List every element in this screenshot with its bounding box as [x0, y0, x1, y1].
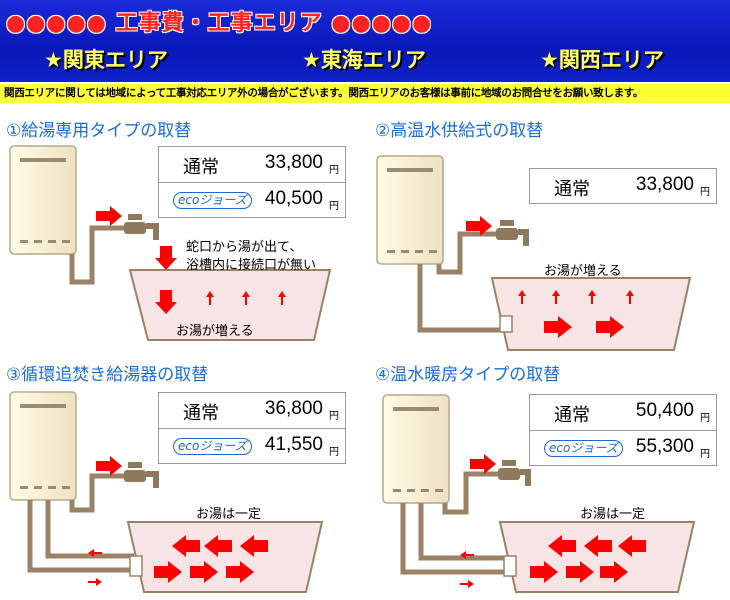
flow-arrow-right: [530, 561, 558, 583]
bathtub: [126, 521, 324, 593]
note-hot-water-constant: お湯は一定: [196, 507, 262, 522]
flow-arrow-right: [154, 561, 182, 583]
price-label: 通常: [183, 403, 219, 424]
price-value: 41,550: [264, 434, 323, 455]
price-row-regular: 通常 33,800 円: [530, 169, 716, 203]
water-heater: [382, 394, 450, 504]
flow-arrow-left: [548, 535, 576, 557]
flow-arrow-left-small: [460, 551, 474, 559]
flow-arrow-left: [584, 535, 612, 557]
page-title: ●●●●● 工事費・工事エリア ●●●●●: [6, 11, 433, 36]
price-unit: 円: [700, 413, 710, 424]
bathtub: [490, 277, 692, 351]
flow-arrow-up: [242, 291, 250, 305]
flow-arrow-up: [206, 291, 214, 305]
area-kanto: ★関東エリア: [44, 48, 168, 72]
diagram-2: [376, 155, 692, 351]
flow-arrow-right: [190, 561, 218, 583]
note-no-port: 浴槽内に接続口が無い: [186, 258, 317, 273]
flow-arrow-up: [588, 290, 596, 304]
flow-arrow-down: [155, 290, 177, 314]
faucet: [124, 470, 146, 482]
bathtub: [498, 521, 696, 593]
flow-arrow-right: [566, 561, 594, 583]
price-row-regular: 通常 36,800 円: [159, 393, 345, 427]
flow-arrow-up: [518, 290, 526, 304]
faucet: [496, 228, 518, 240]
section-1-title: ①給湯専用タイプの取替: [6, 121, 192, 141]
flow-arrow-right: [600, 561, 628, 583]
header-banner: ●●●●● 工事費・工事エリア ●●●●● ★関東エリア ★東海エリア ★関西エ…: [0, 0, 730, 82]
bathtub: [128, 269, 332, 341]
notice-bar: 関西エリアに関しては地域によって工事対応エリア外の場合がございます。関西エリアの…: [0, 84, 730, 103]
area-tokai: ★東海エリア: [302, 48, 426, 72]
flow-arrow-right: [596, 316, 624, 338]
price-value: 50,400: [635, 400, 694, 421]
price-label: 通常: [554, 405, 590, 426]
price-unit: 円: [329, 447, 339, 458]
note-hot-water-increases: お湯が増える: [544, 264, 622, 279]
price-unit: 円: [700, 449, 710, 460]
flow-arrow-right-small: [88, 578, 102, 586]
price-value: 36,800: [264, 398, 323, 419]
price-box-1: 通常 33,800 円 ecoジョーズ 40,500 円: [158, 146, 346, 218]
price-unit: 円: [329, 165, 339, 176]
water-heater: [9, 391, 77, 501]
price-box-3: 通常 36,800 円 ecoジョーズ 41,550 円: [158, 392, 346, 464]
price-row-eco: ecoジョーズ 40,500 円: [159, 182, 345, 217]
section-4-title: ④温水暖房タイプの取替: [375, 365, 561, 385]
price-box-2: 通常 33,800 円: [529, 168, 717, 204]
section-2-title: ②高温水供給式の取替: [375, 121, 544, 141]
price-box-4: 通常 50,400 円 ecoジョーズ 55,300 円: [529, 394, 717, 466]
note-hot-water-increases: お湯が増える: [176, 324, 254, 339]
note-hot-water-constant: お湯は一定: [580, 507, 646, 522]
flow-arrow-left: [240, 535, 268, 557]
price-row-regular: 通常 33,800 円: [159, 147, 345, 181]
price-value: 40,500: [264, 188, 323, 209]
area-kansai: ★関西エリア: [540, 48, 664, 72]
flow-arrow-right-small: [460, 580, 474, 588]
price-value: 33,800: [264, 152, 323, 173]
price-value: 33,800: [635, 174, 694, 195]
flow-arrow-right: [226, 561, 254, 583]
water-heater: [376, 155, 444, 265]
flow-arrow-left: [204, 535, 232, 557]
flow-arrow-left: [618, 535, 646, 557]
flow-arrow-up: [278, 291, 286, 305]
water-heater: [9, 145, 77, 255]
flow-arrow-left: [172, 535, 200, 557]
faucet: [498, 468, 520, 480]
eco-jozu-logo: ecoジョーズ: [173, 438, 252, 455]
flow-arrow-down: [155, 246, 177, 270]
flow-arrows: [88, 246, 646, 588]
price-label: 通常: [183, 157, 219, 178]
price-row-eco: ecoジョーズ 55,300 円: [530, 430, 716, 465]
price-label: 通常: [554, 179, 590, 200]
diagram-1: [9, 145, 332, 341]
eco-jozu-logo: ecoジョーズ: [173, 192, 252, 209]
flow-arrow-right: [544, 316, 572, 338]
section-3-title: ③循環追焚き給湯器の取替: [6, 365, 209, 385]
flow-arrow-up: [626, 290, 634, 304]
price-row-regular: 通常 50,400 円: [530, 395, 716, 429]
price-unit: 円: [329, 411, 339, 422]
eco-jozu-logo: ecoジョーズ: [544, 440, 623, 457]
flow-arrow-left-small: [88, 549, 102, 557]
price-value: 55,300: [635, 436, 694, 457]
faucet: [124, 222, 146, 234]
note-faucet: 蛇口から湯が出て、: [186, 240, 303, 255]
price-row-eco: ecoジョーズ 41,550 円: [159, 428, 345, 463]
price-unit: 円: [329, 201, 339, 212]
price-unit: 円: [700, 187, 710, 198]
flow-arrow-up: [552, 290, 560, 304]
